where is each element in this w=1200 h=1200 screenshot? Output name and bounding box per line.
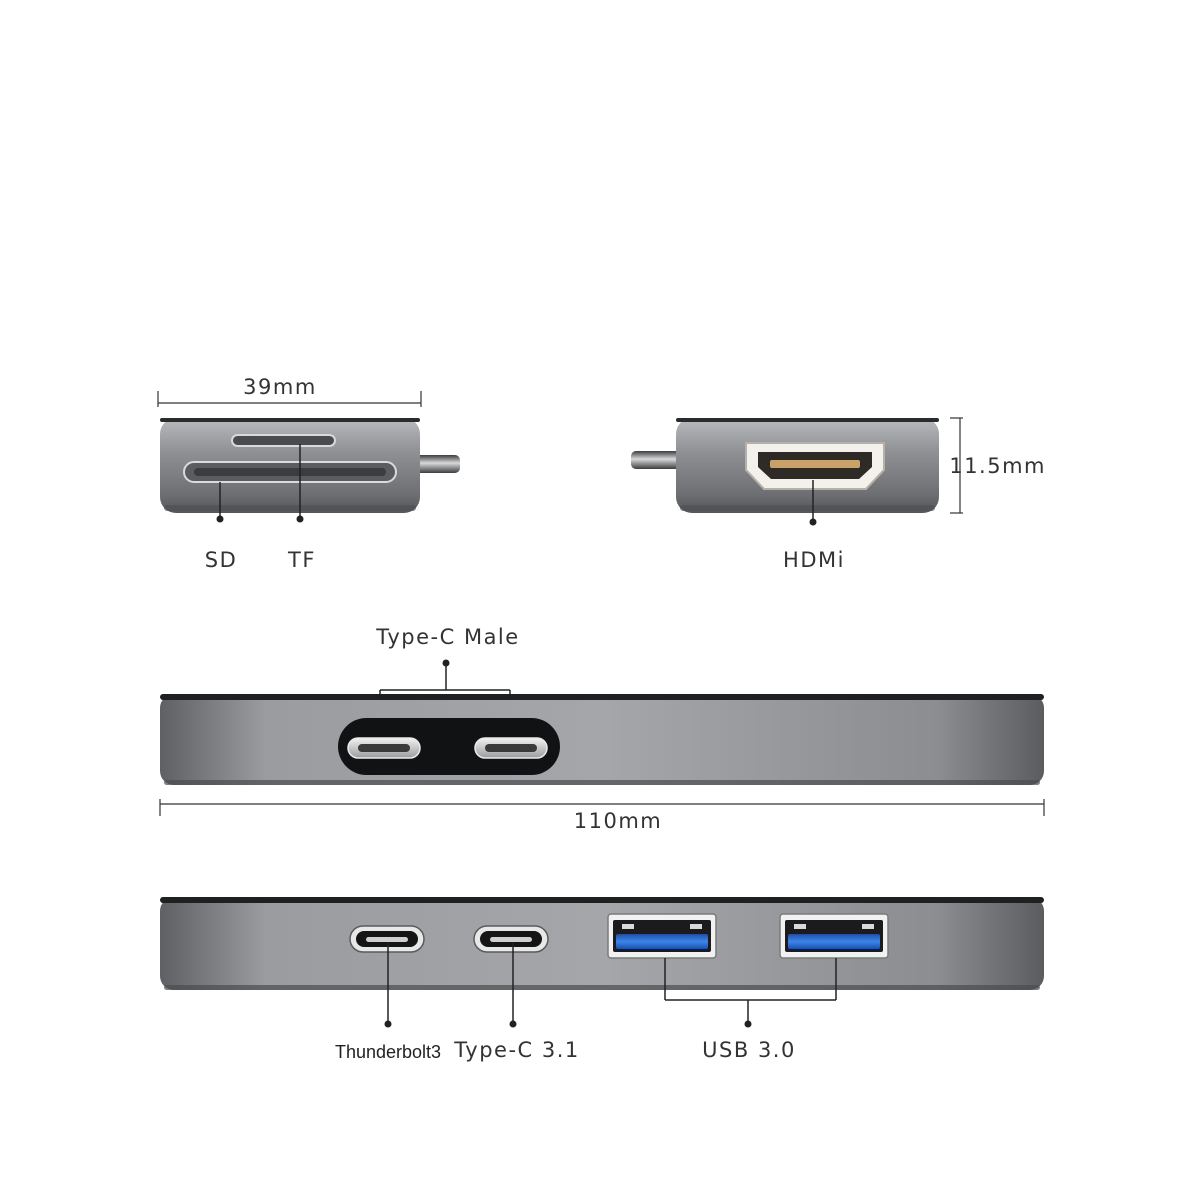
type-c-31-callout: Type-C 3.1	[453, 942, 580, 1062]
card-reader-end-view	[160, 418, 460, 513]
usb30-callout: USB 3.0	[664, 958, 837, 1062]
hdmi-callout: HDMi	[783, 480, 845, 572]
hdmi-end-view	[631, 418, 939, 513]
sd-callout: SD	[205, 482, 238, 572]
length-label: 110mm	[574, 809, 663, 833]
width-dimension: 39mm	[157, 375, 422, 407]
width-label: 39mm	[243, 375, 317, 399]
tf-label: TF	[287, 548, 316, 572]
usb30-label: USB 3.0	[702, 1038, 796, 1062]
thunderbolt3-label: Thunderbolt3	[335, 1042, 441, 1062]
tf-callout: TF	[287, 444, 316, 572]
thunderbolt3-callout: Thunderbolt3	[335, 942, 441, 1062]
usb30-port-2	[779, 913, 889, 959]
hub-side-view-bottom	[160, 897, 1044, 990]
hub-side-view-top	[160, 694, 1044, 785]
type-c-31-label: Type-C 3.1	[453, 1038, 580, 1062]
type-c-male-label: Type-C Male	[375, 625, 519, 649]
thunderbolt3-port	[349, 925, 425, 953]
type-c-male-plug-housing	[338, 718, 560, 775]
hdmi-label: HDMi	[783, 548, 845, 572]
length-dimension: 110mm	[159, 799, 1045, 833]
tf-slot	[231, 434, 336, 447]
height-label: 11.5mm	[949, 454, 1046, 478]
sd-label: SD	[205, 548, 238, 572]
height-dimension: 11.5mm	[949, 417, 1046, 514]
type-c-31-port	[473, 925, 549, 953]
usb30-port-1	[607, 913, 717, 959]
